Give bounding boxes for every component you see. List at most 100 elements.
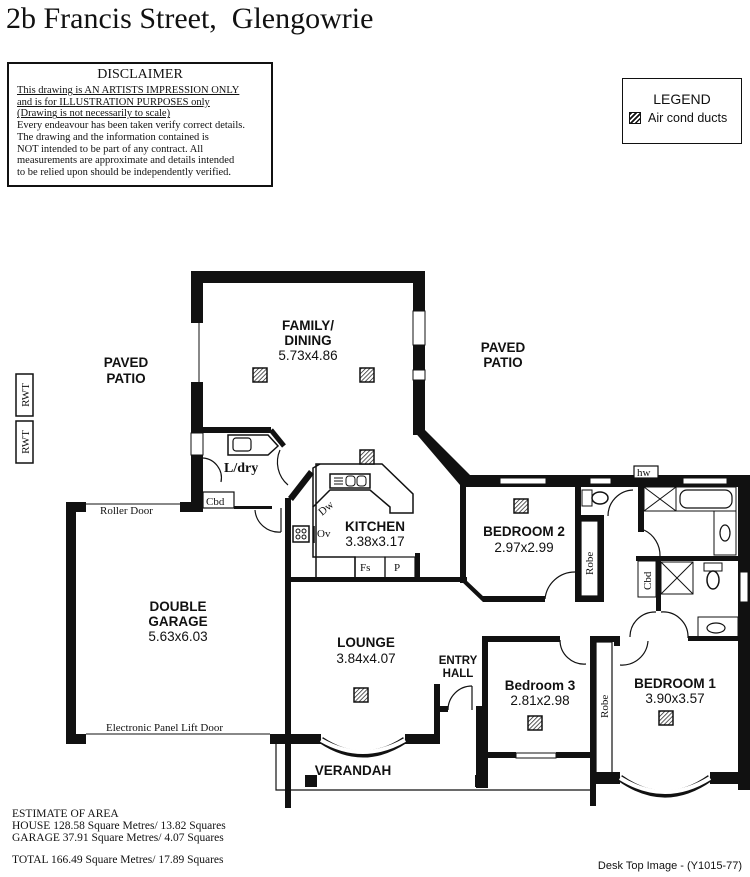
- verandah: [275, 744, 590, 791]
- svg-text:PATIO: PATIO: [106, 371, 145, 386]
- bedroom2-label: BEDROOM 2: [483, 524, 565, 539]
- legend-box: LEGEND Air cond ducts: [622, 78, 742, 144]
- hot-water-unit: [633, 465, 659, 479]
- kitchen-label: KITCHEN: [345, 519, 405, 534]
- svg-text:Cbd: Cbd: [206, 496, 225, 508]
- air-cond-duct-icon: [527, 715, 543, 731]
- rainwater-tank: RWT: [15, 373, 34, 417]
- entry-hall-label: ENTRY: [439, 655, 478, 667]
- legend-item: Air cond ducts: [629, 111, 741, 125]
- area-house: HOUSE 128.58 Square Metres/ 13.82 Square…: [12, 820, 226, 832]
- cupboard: Cbd: [637, 560, 657, 598]
- toilet-icon: [703, 562, 723, 590]
- kitchen-bench: [312, 463, 414, 579]
- air-cond-duct-icon: [658, 710, 674, 726]
- patio-left-label: PAVED: [104, 355, 149, 370]
- bedroom3-dims: 2.81x2.98: [510, 693, 569, 708]
- bedroom3-label: Bedroom 3: [505, 678, 576, 693]
- air-cond-duct-icon: [359, 367, 375, 383]
- area-garage: GARAGE 37.91 Square Metres/ 4.07 Squares: [12, 832, 224, 844]
- page-title: 2b Francis Street, Glengowrie: [6, 2, 374, 35]
- svg-text:RWT: RWT: [20, 383, 32, 407]
- bathtub-icon: [675, 486, 737, 512]
- disclaimer-line: The drawing and the information containe…: [17, 131, 209, 143]
- air-cond-duct-icon: [513, 498, 529, 514]
- footer-credit: Desk Top Image - (Y1015-77): [597, 860, 742, 872]
- vanity-icon: [697, 616, 739, 638]
- svg-text:Cbd: Cbd: [642, 571, 654, 590]
- legend-heading: LEGEND: [653, 91, 711, 107]
- disclaimer-box: DISCLAIMER This drawing is AN ARTISTS IM…: [7, 62, 273, 187]
- family-dining-label: FAMILY/: [282, 318, 334, 333]
- air-cond-duct-icon: [353, 687, 369, 703]
- svg-text:PATIO: PATIO: [483, 355, 522, 370]
- verandah-label: VERANDAH: [315, 763, 392, 778]
- area-total: TOTAL 166.49 Square Metres/ 17.89 Square…: [12, 854, 224, 866]
- fridge-space-label: Fs: [360, 562, 370, 574]
- disclaimer-line: to be relied upon should be independentl…: [17, 166, 232, 178]
- air-cond-duct-icon: [252, 367, 268, 383]
- door-swing: [202, 457, 223, 483]
- svg-text:GARAGE: GARAGE: [148, 614, 207, 629]
- door-swing: [629, 611, 657, 638]
- bedroom1-walls: [590, 772, 750, 784]
- toilet-icon: [581, 489, 609, 507]
- laundry-label: L/dry: [224, 461, 258, 476]
- legend-item-label: Air cond ducts: [648, 111, 728, 125]
- cooktop-icon: [292, 525, 310, 543]
- door-swing: [643, 529, 661, 557]
- hot-water-label: hw: [637, 467, 651, 479]
- laundry-tub: [227, 434, 280, 456]
- lounge-dims: 3.84x4.07: [336, 651, 395, 666]
- shower-icon: [643, 486, 677, 512]
- window: [190, 310, 426, 456]
- bedroom3-walls: [476, 636, 620, 806]
- disclaimer-line: measurements are approximate and details…: [17, 155, 235, 167]
- disclaimer-line: Every endeavour has been taken verify co…: [17, 120, 245, 132]
- bedroom1-label: BEDROOM 1: [634, 676, 716, 691]
- lounge-walls: [271, 684, 482, 744]
- door-swing: [607, 489, 634, 517]
- garage-dims: 5.63x6.03: [148, 629, 207, 644]
- svg-text:DINING: DINING: [284, 333, 331, 348]
- area-heading: ESTIMATE OF AREA: [12, 808, 119, 820]
- bedroom1-dims: 3.90x3.57: [645, 691, 704, 706]
- garage-label: DOUBLE: [150, 599, 207, 614]
- panel-lift-door-label: Electronic Panel Lift Door: [106, 722, 223, 734]
- kitchen-sink: [329, 473, 371, 489]
- disclaimer-line: NOT intended to be part of any contract.…: [17, 143, 204, 155]
- door-swing: [447, 685, 473, 711]
- window: [499, 477, 749, 603]
- door-swing: [254, 509, 282, 533]
- door-swing: [619, 640, 649, 666]
- window: [425, 436, 464, 475]
- kitchen-walls: [285, 470, 467, 808]
- pantry-label: P: [394, 562, 400, 574]
- oven-label: Ov: [317, 528, 331, 540]
- robe: [580, 520, 599, 597]
- robe-label: Robe: [584, 552, 596, 575]
- disclaimer-heading: DISCLAIMER: [97, 67, 183, 82]
- disclaimer-line: (Drawing is not necessarily to scale): [17, 108, 171, 120]
- vanity-icon: [713, 510, 737, 556]
- area-estimate: ESTIMATE OF AREA HOUSE 128.58 Square Met…: [12, 808, 226, 866]
- window: [515, 752, 557, 759]
- family-dining-walls: [191, 271, 470, 495]
- air-cond-duct-icon: [629, 112, 641, 124]
- door-swing: [544, 571, 576, 600]
- rainwater-tank: RWT: [15, 420, 34, 464]
- svg-text:HALL: HALL: [443, 668, 474, 680]
- lounge-label: LOUNGE: [337, 635, 395, 650]
- shower-icon: [660, 561, 694, 595]
- cupboard: Cbd: [191, 491, 235, 509]
- kitchen-dims: 3.38x3.17: [345, 534, 404, 549]
- robe-label: Robe: [599, 695, 611, 718]
- door-swing: [559, 639, 587, 665]
- door-swing: [660, 611, 689, 639]
- air-cond-duct-icon: [359, 449, 375, 465]
- family-dining-dims: 5.73x4.86: [278, 348, 337, 363]
- roller-door-label: Roller Door: [100, 505, 153, 517]
- door-swing: [276, 449, 289, 486]
- disclaimer-line: This drawing is AN ARTISTS IMPRESSION ON…: [17, 85, 240, 96]
